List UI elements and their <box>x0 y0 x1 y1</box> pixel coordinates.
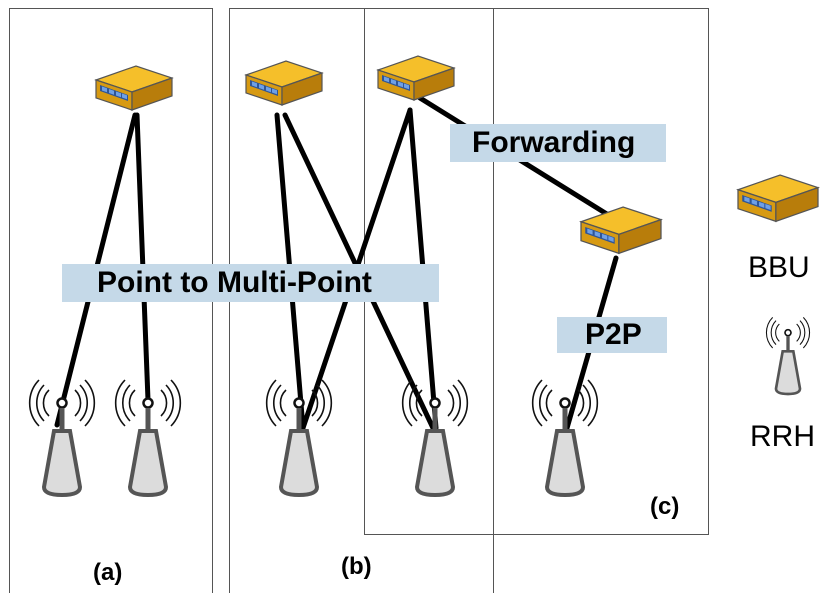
legend-rrh-label: RRH <box>750 420 815 453</box>
rrh-antenna-icon <box>267 380 332 495</box>
bbu-router-icon <box>245 60 323 106</box>
forwarding-label: Forwarding <box>450 124 666 162</box>
region-a-frame <box>9 8 213 593</box>
bbu-legend-icon <box>737 174 819 222</box>
p2p-label: P2P <box>557 317 667 353</box>
link-a2 <box>134 112 151 403</box>
subfigure-b-label: (b) <box>341 553 372 580</box>
rrh-antenna-icon <box>403 380 468 495</box>
bbu-router-icon <box>580 206 662 254</box>
rrh-legend-icon <box>764 315 812 396</box>
bbu-router-icon <box>95 65 173 111</box>
legend-bbu-label: BBU <box>748 251 810 284</box>
rrh-antenna-icon <box>30 380 95 495</box>
bbu-router-icon <box>377 55 455 101</box>
point-to-multipoint-label: Point to Multi-Point <box>62 264 439 302</box>
subfigure-c-label: (c) <box>650 493 680 520</box>
region-b-frame <box>229 8 494 593</box>
rrh-antenna-icon <box>533 380 598 495</box>
subfigure-a-label: (a) <box>93 559 123 586</box>
rrh-antenna-icon <box>116 380 181 495</box>
